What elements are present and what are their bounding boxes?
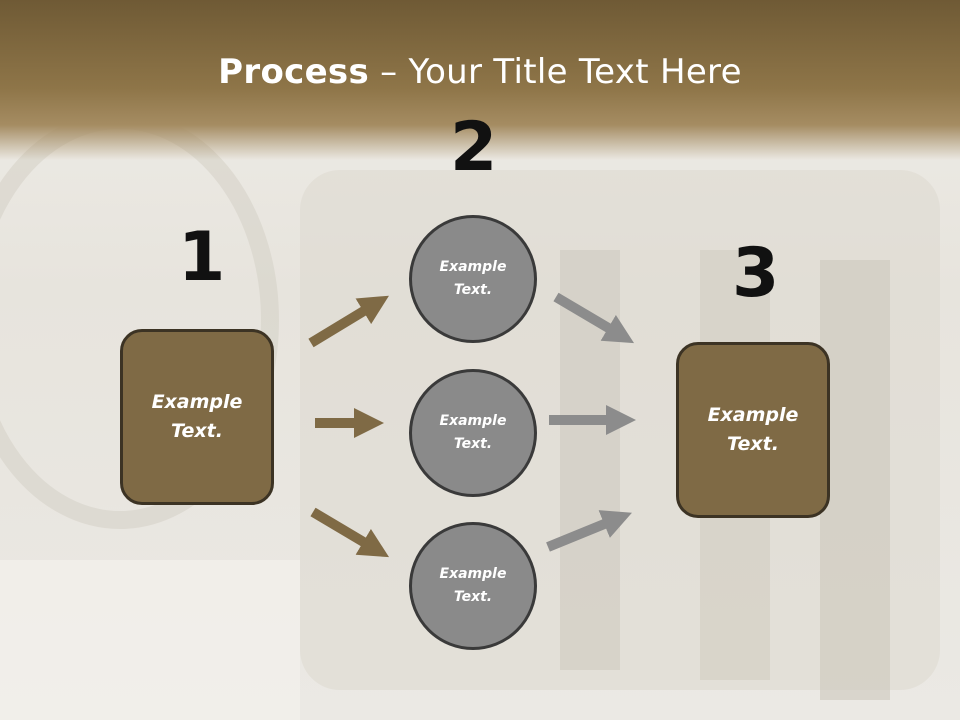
circle-bottom-line1: Example (439, 566, 507, 582)
circle-top-line1: Example (439, 259, 507, 275)
arrow-1-to-circle-top (308, 295, 389, 348)
step-number-1: 1 (178, 218, 226, 297)
circle-middle-line2: Text. (453, 436, 493, 452)
circle-bottom-line2: Text. (453, 589, 493, 605)
arrow-circle-bottom-to-3 (546, 510, 632, 552)
title-bold: Process (218, 52, 370, 92)
step-1-text-line2: Text. (171, 420, 223, 442)
step-number-2: 2 (450, 108, 498, 187)
step-3-text-line2: Text. (727, 433, 779, 455)
circle-middle-line1: Example (439, 413, 507, 429)
title-bar (0, 0, 960, 160)
slide-title: Process – Your Title Text Here (0, 52, 960, 92)
arrow-circle-top-to-3 (553, 292, 635, 344)
step-3-text-line1: Example (707, 404, 799, 426)
step-number-3: 3 (732, 234, 780, 313)
circle-top-line2: Text. (453, 282, 493, 298)
title-rest: – Your Title Text Here (369, 52, 742, 92)
arrow-1-to-circle-bottom (310, 507, 390, 558)
step-1-text-line1: Example (151, 391, 243, 413)
